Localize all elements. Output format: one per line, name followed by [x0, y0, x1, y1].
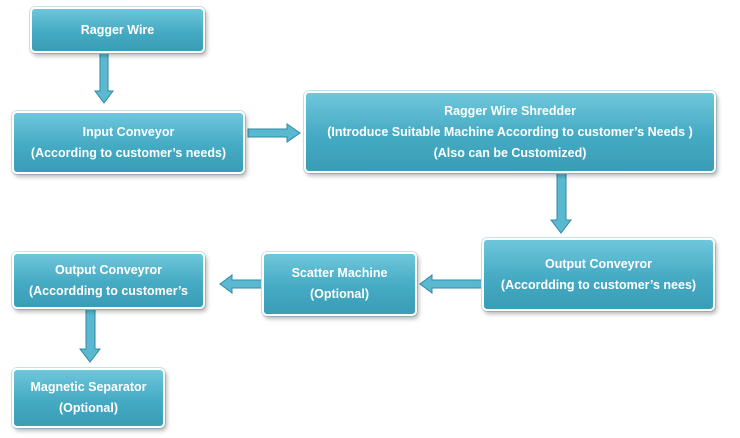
- shredder-title: Ragger Wire Shredder: [444, 103, 576, 118]
- output-conveyor-left-note: (Accordding to customer’s: [28, 283, 189, 298]
- input-conveyor-box: Input Conveyor (According to customer’s …: [12, 111, 245, 174]
- shredder-note: (Introduce Suitable Machine According to…: [327, 124, 693, 139]
- output-conveyor-left-title: Output Conveyror: [55, 262, 162, 277]
- output-conveyor-right-box: Output Conveyror (Accordding to customer…: [482, 238, 715, 311]
- output-conveyor-left-box: Output Conveyror (Accordding to customer…: [12, 252, 205, 309]
- scatter-machine-box: Scatter Machine (Optional): [262, 252, 417, 316]
- arrow-output-left-to-magnetic: [78, 308, 102, 363]
- input-conveyor-note: (According to customer’s needs): [30, 145, 227, 160]
- ragger-wire-label: Ragger Wire: [80, 22, 155, 37]
- scatter-machine-title: Scatter Machine: [291, 266, 388, 280]
- ragger-wire-box: Ragger Wire: [30, 7, 205, 53]
- arrow-shredder-to-output: [549, 172, 573, 234]
- magnetic-separator-note: (Optional): [58, 401, 118, 415]
- output-conveyor-right-title: Output Conveyror: [545, 256, 652, 271]
- arrow-scatter-to-output-left: [219, 274, 263, 294]
- magnetic-separator-box: Magnetic Separator (Optional): [12, 368, 165, 428]
- scatter-machine-note: (Optional): [309, 287, 369, 301]
- arrow-output-to-scatter: [419, 274, 484, 294]
- output-conveyor-right-note: (Accordding to customer’s nees): [500, 277, 697, 292]
- shredder-customized-note: (Also can be Customized): [433, 145, 587, 160]
- magnetic-separator-title: Magnetic Separator: [30, 380, 147, 394]
- input-conveyor-title: Input Conveyor: [82, 124, 175, 139]
- arrow-ragger-to-input: [94, 52, 114, 104]
- shredder-box: Ragger Wire Shredder (Introduce Suitable…: [304, 91, 716, 173]
- arrow-input-to-shredder: [247, 123, 301, 143]
